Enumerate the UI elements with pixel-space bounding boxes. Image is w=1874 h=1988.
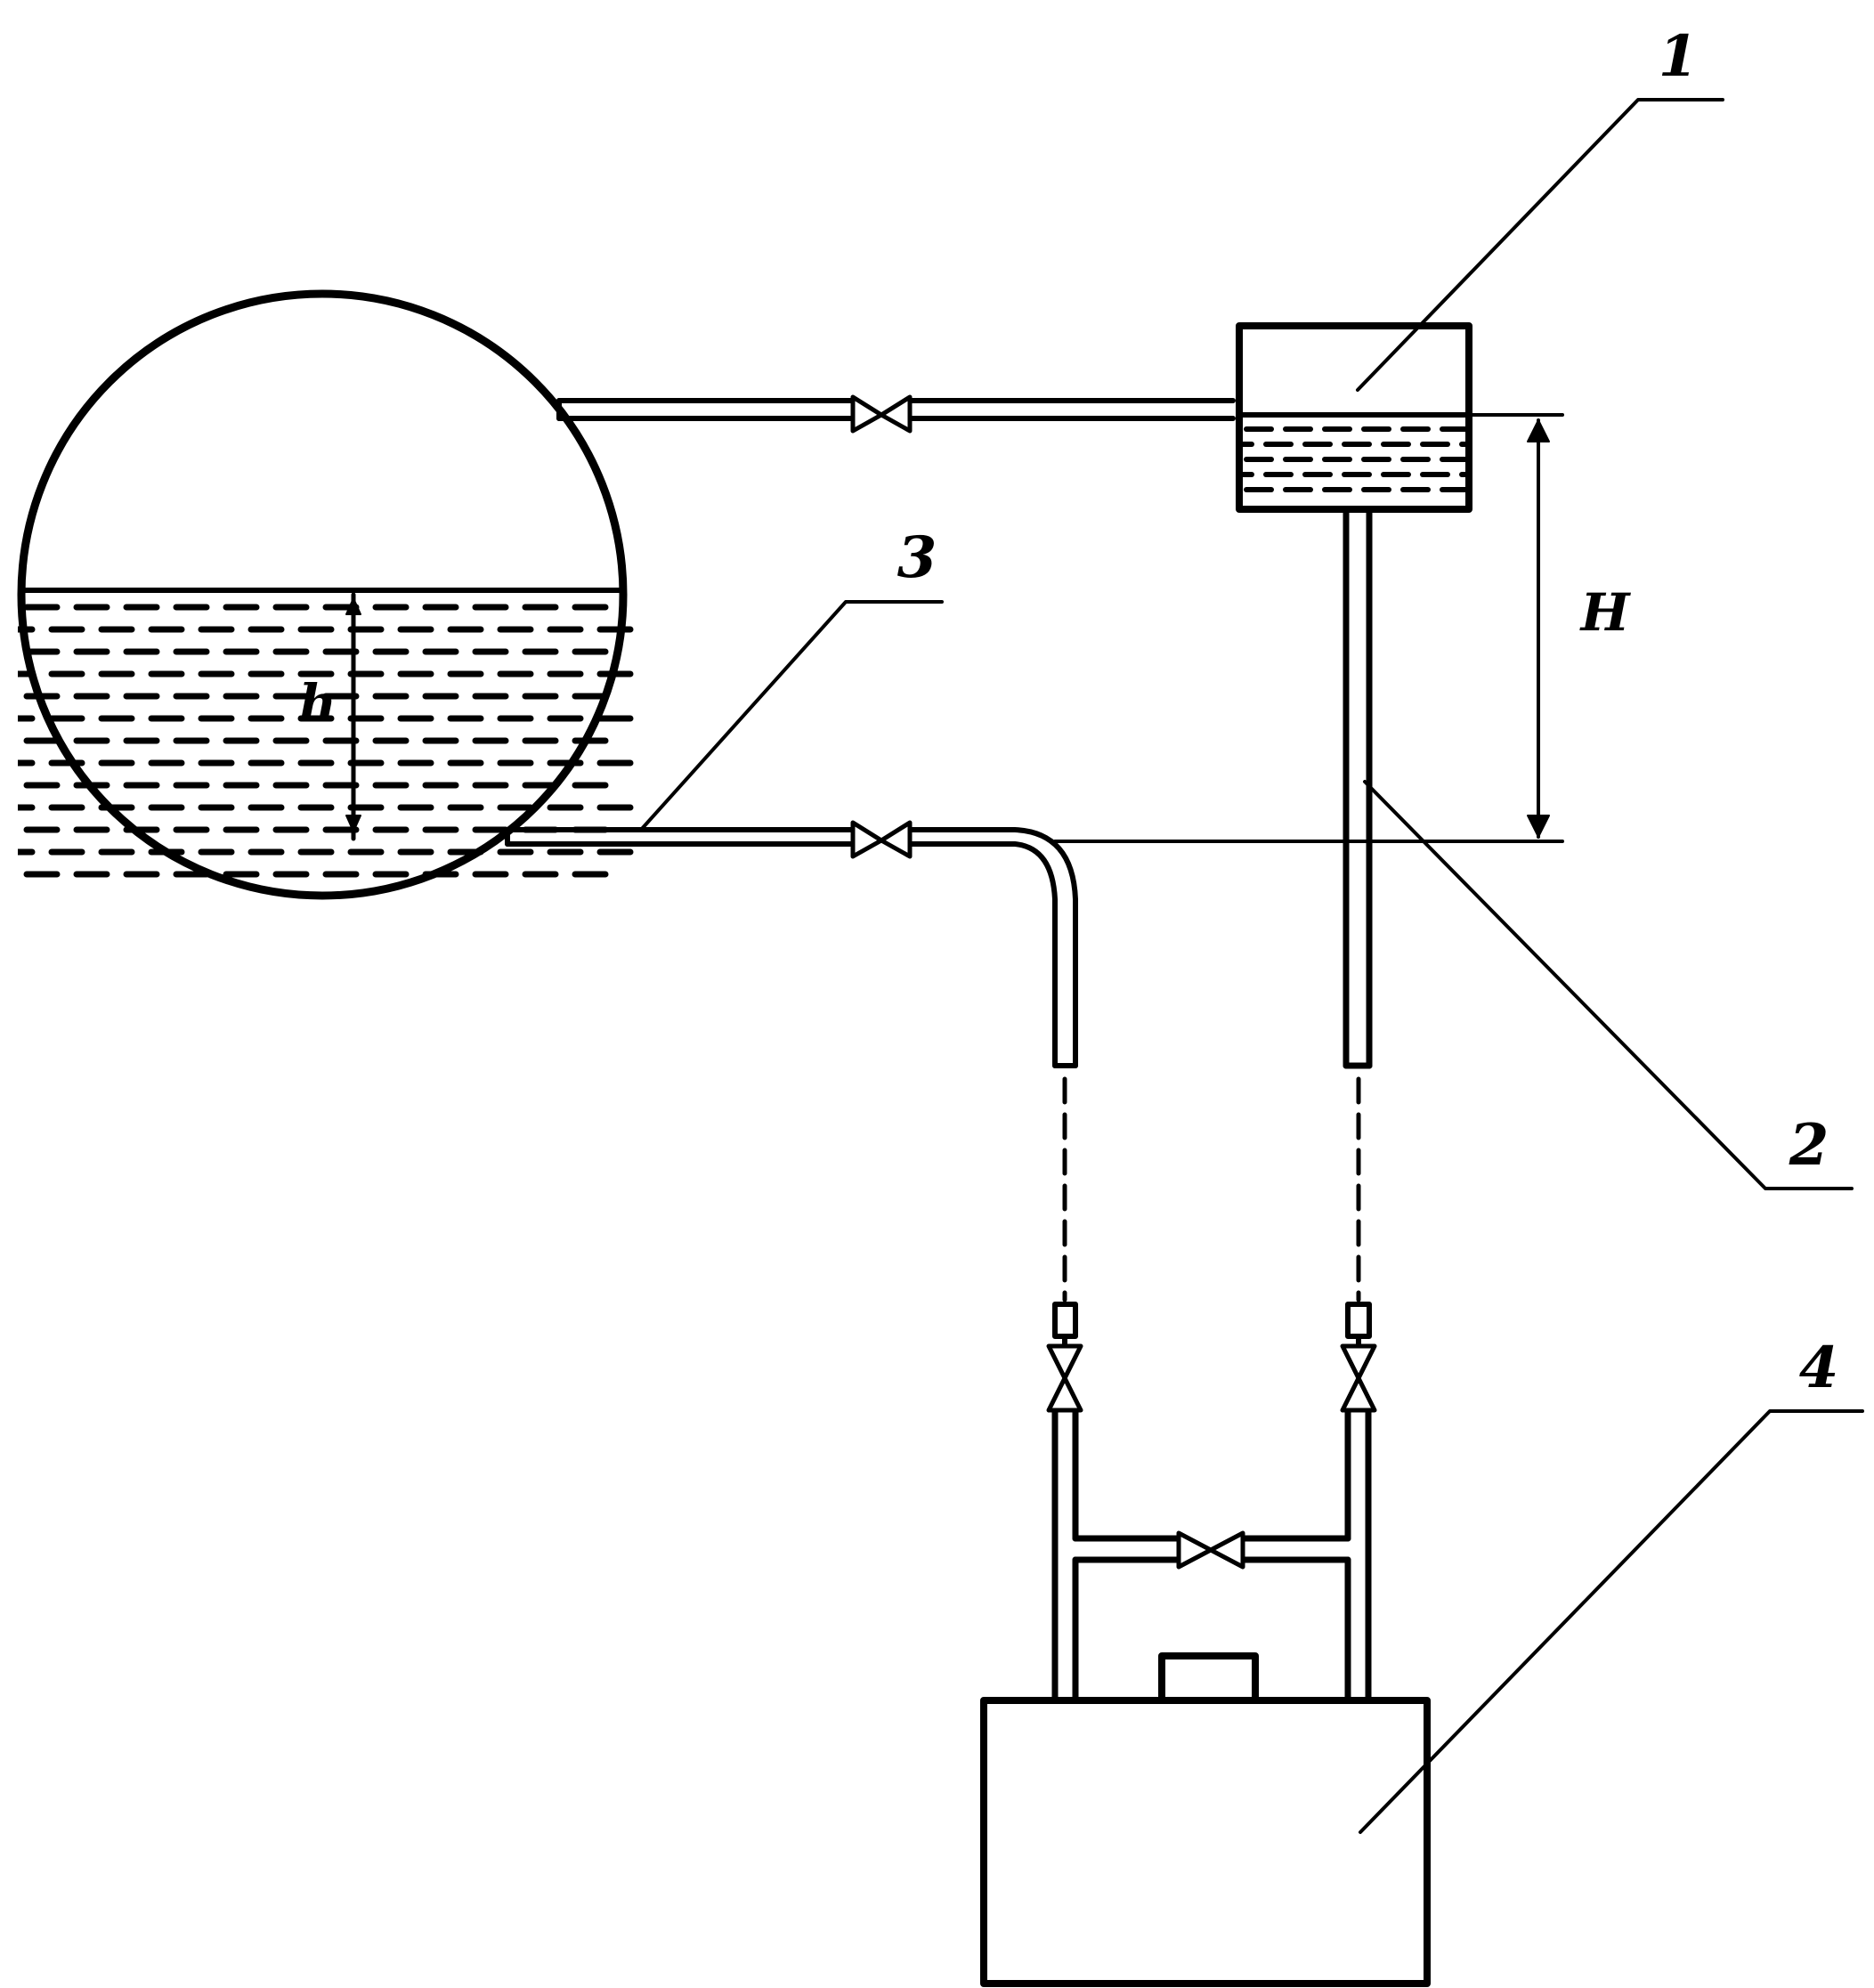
left-valve-icon [1046, 1343, 1083, 1413]
callout-1-label: 1 [1659, 23, 1699, 90]
callout-4-label: 4 [1799, 1335, 1839, 1401]
vessel-shell [17, 289, 628, 900]
lower-pipeline-valve-icon [850, 820, 913, 859]
callout-2-label: 2 [1789, 1112, 1829, 1179]
leader-2 [1363, 780, 1854, 1190]
upper-pipeline-valve-icon [850, 394, 913, 434]
device-4-top-block [1158, 1652, 1259, 1704]
device-manifold [1051, 1408, 1372, 1704]
upper-pipeline [556, 398, 1236, 421]
large-vessel [17, 289, 634, 900]
right-valve-icon [1340, 1343, 1377, 1413]
device-4 [980, 1652, 1431, 1987]
leader-1 [1356, 98, 1724, 392]
callout-3-label: 3 [897, 524, 937, 591]
leader-3 [639, 600, 944, 832]
callout-leaders [639, 98, 1864, 1834]
piezometer-pipe-2 [1343, 506, 1373, 1069]
crossbar-valve-icon [1176, 1530, 1245, 1570]
vessel-liquid [18, 604, 634, 878]
left-connector [1052, 1302, 1078, 1349]
dimension-H [1053, 413, 1564, 843]
lower-pipeline-3 [505, 827, 1078, 1068]
tank-1-liquid [1239, 426, 1469, 492]
leader-4 [1359, 1409, 1864, 1834]
dimension-h [345, 592, 361, 841]
flexible-hoses [1062, 1076, 1361, 1302]
tank-1 [1236, 322, 1472, 513]
dimension-H-label: H [1579, 582, 1632, 643]
right-connector [1345, 1302, 1372, 1349]
device-4-body [980, 1697, 1431, 1987]
dimension-h-label: h [299, 673, 337, 734]
